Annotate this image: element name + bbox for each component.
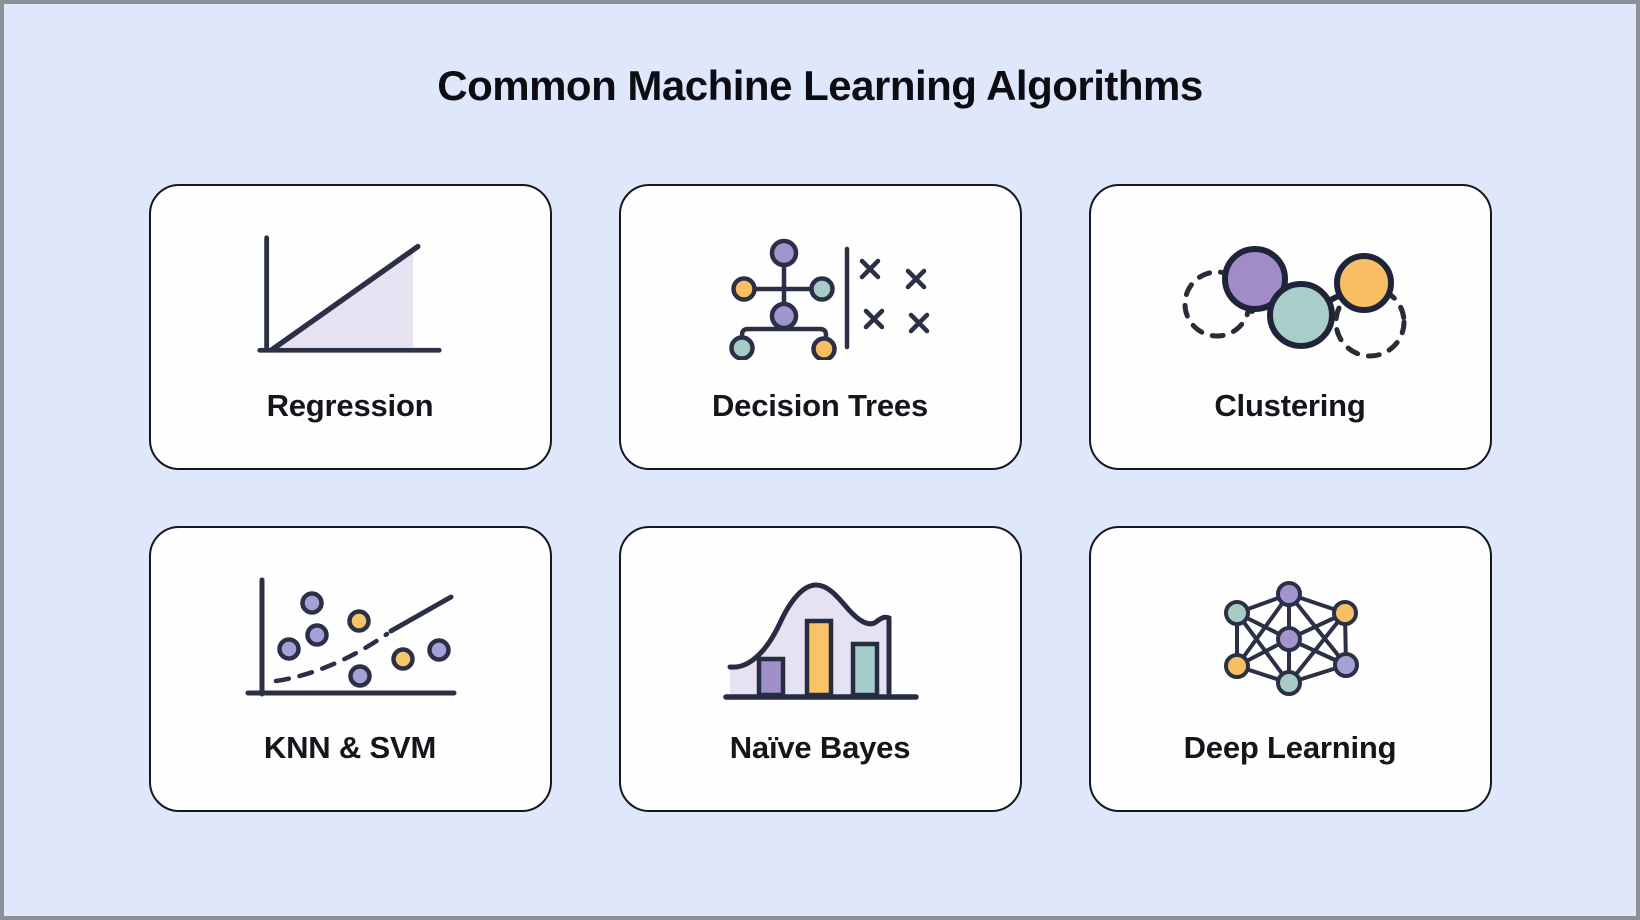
card-label: Regression [266, 388, 434, 423]
algorithm-grid: Regression [4, 184, 1636, 812]
card-label: KNN & SVM [263, 730, 437, 765]
card-decision-trees: Decision Trees [618, 184, 1022, 470]
card-label: Naïve Bayes [729, 730, 911, 765]
card-deep-learning: Deep Learning [1088, 526, 1492, 812]
card-knn-svm: KNN & SVM [148, 526, 552, 812]
card-clustering: Clustering [1088, 184, 1492, 470]
card-label: Deep Learning [1183, 730, 1397, 765]
card-label: Decision Trees [711, 388, 929, 423]
cluster-circles-icon [1165, 230, 1415, 360]
card-naive-bayes: Naïve Bayes [618, 526, 1022, 812]
distribution-curve-icon [718, 572, 923, 702]
regression-line-chart-icon [250, 230, 450, 360]
neural-network-icon [1208, 572, 1373, 702]
page-title: Common Machine Learning Algorithms [437, 62, 1203, 109]
scatter-plot-icon [240, 572, 460, 702]
card-regression: Regression [148, 184, 552, 470]
card-label: Clustering [1214, 388, 1366, 423]
decision-tree-icon [700, 230, 940, 360]
